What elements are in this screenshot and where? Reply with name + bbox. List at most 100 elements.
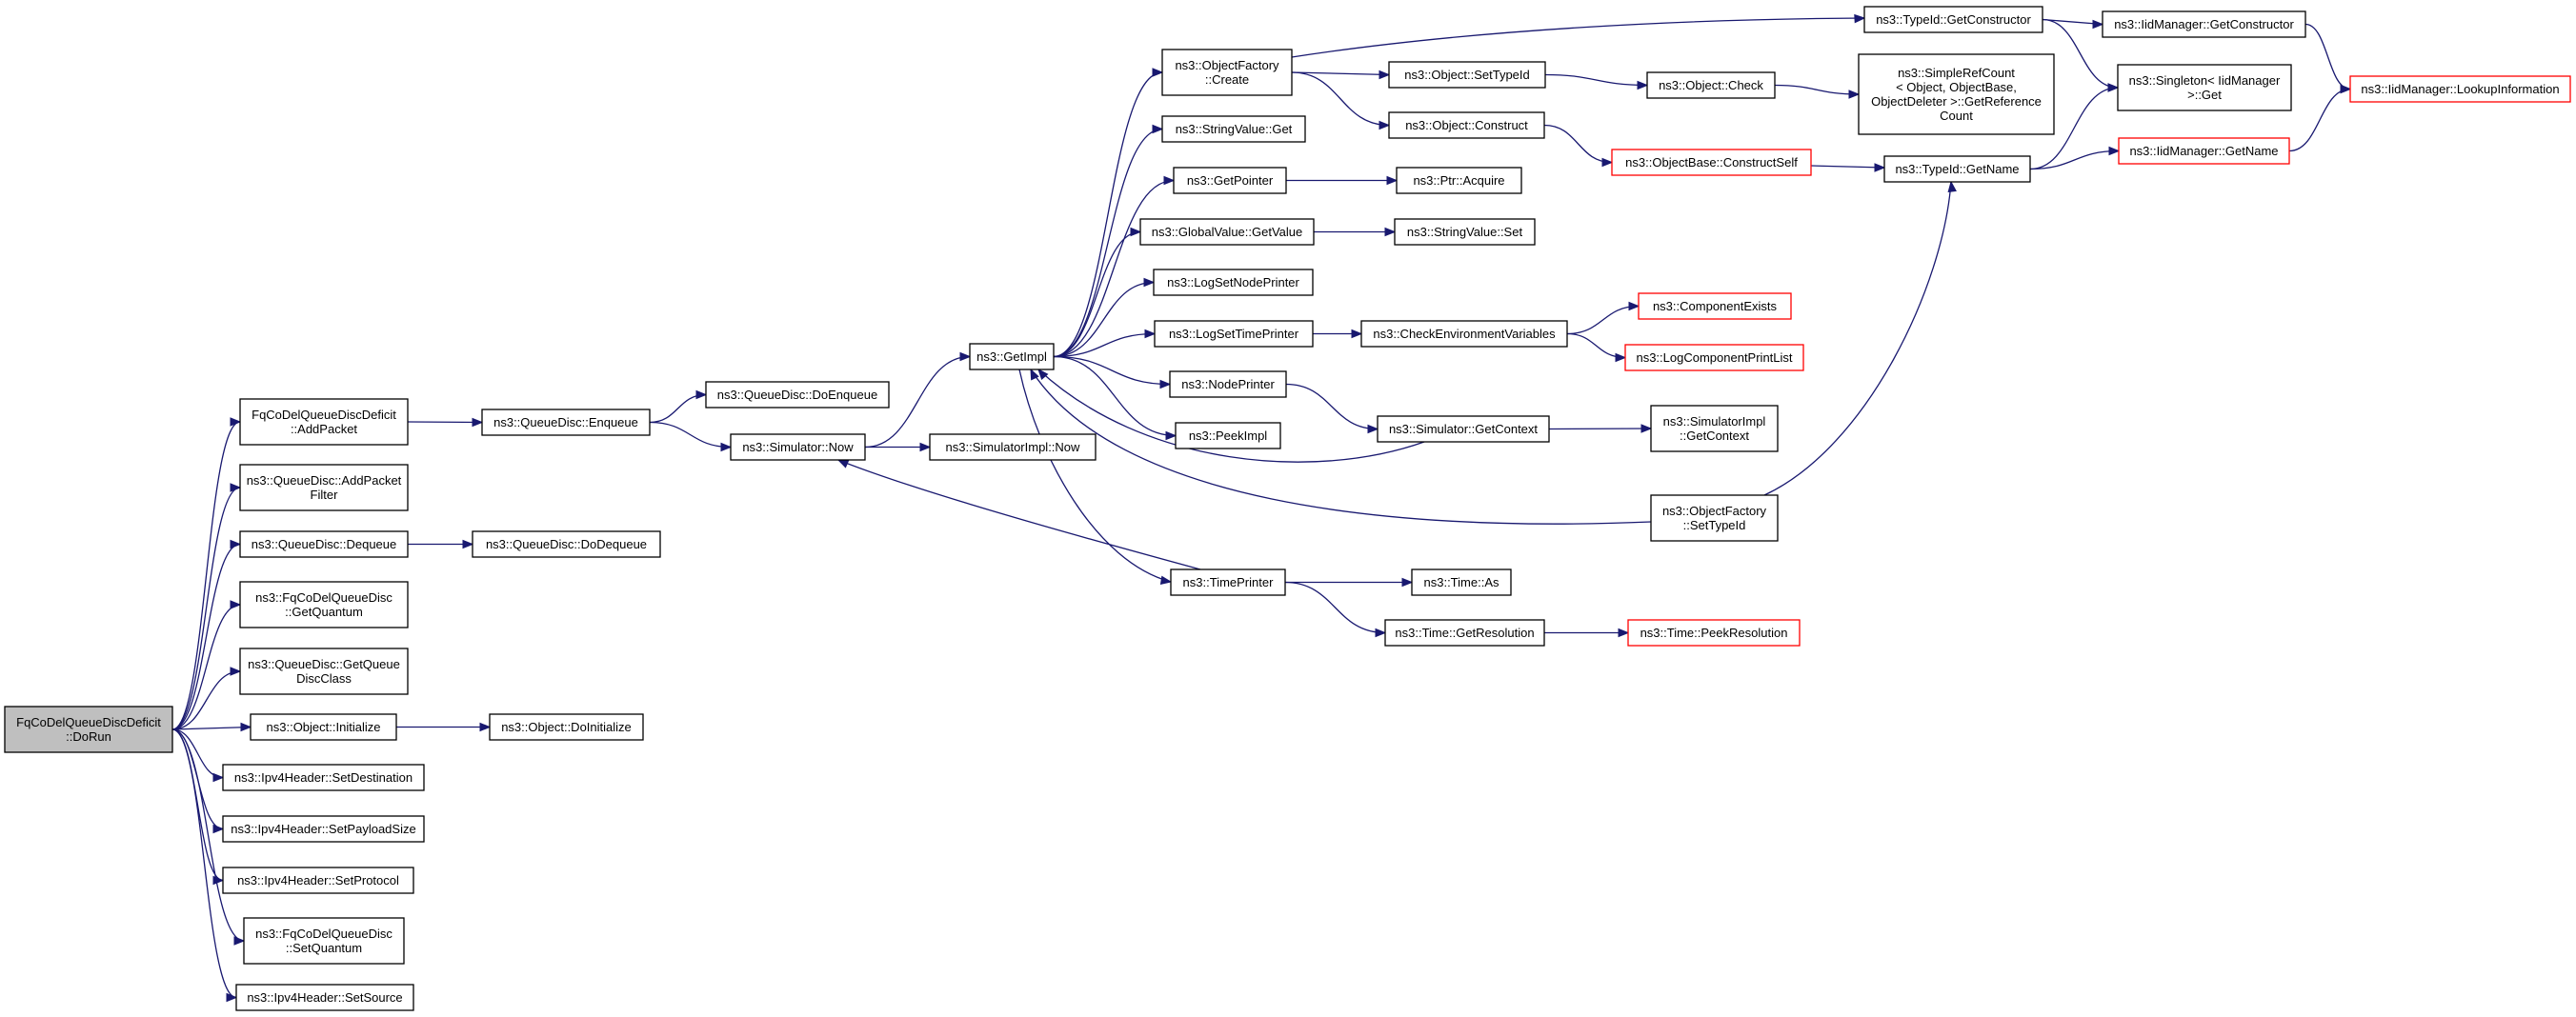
node-timegetres[interactable]: ns3::Time::GetResolution <box>1384 619 1545 647</box>
edge-line <box>2288 88 2351 152</box>
node-initialize[interactable]: ns3::Object::Initialize <box>250 713 397 741</box>
node-timeprinter[interactable]: ns3::TimePrinter <box>1170 568 1286 596</box>
node-box <box>1169 370 1287 398</box>
node-setdest[interactable]: ns3::Ipv4Header::SetDestination <box>222 764 425 791</box>
node-label: ns3::Time::GetResolution <box>1395 626 1534 640</box>
edge-iidgetname-to-iidlookup <box>2288 84 2352 152</box>
node-setprotocol[interactable]: ns3::Ipv4Header::SetProtocol <box>222 867 414 894</box>
edge-getimpl-to-objfactorycreate <box>1053 68 1164 358</box>
edge-objfactorycreate-to-objsettypeid <box>1291 70 1391 80</box>
edge-timeprinter-to-timeas <box>1285 577 1414 588</box>
edge-line <box>1763 181 1952 496</box>
node-simplerefcount[interactable]: ns3::SimpleRefCount< Object, ObjectBase,… <box>1858 53 2055 135</box>
edge-objfactorysettypeid-to-typeidgetname <box>1763 180 1957 496</box>
node-enqueue[interactable]: ns3::QueueDisc::Enqueue <box>481 409 651 436</box>
node-getpointer[interactable]: ns3::GetPointer <box>1173 167 1287 194</box>
node-typeidgetctor[interactable]: ns3::TypeId::GetConstructor <box>1863 6 2043 33</box>
node-setquantum[interactable]: ns3::FqCoDelQueueDisc::SetQuantum <box>243 917 405 965</box>
node-typeidgetname[interactable]: ns3::TypeId::GetName <box>1883 155 2031 183</box>
node-objconstruct[interactable]: ns3::Object::Construct <box>1388 111 1545 139</box>
edge-arrowhead <box>1367 424 1379 434</box>
node-stringvalueset[interactable]: ns3::StringValue::Set <box>1394 218 1536 246</box>
node-logsetnode[interactable]: ns3::LogSetNodePrinter <box>1153 269 1314 296</box>
node-objfactorycreate[interactable]: ns3::ObjectFactory::Create <box>1161 49 1293 96</box>
node-label: ns3::QueueDisc::AddPacket <box>247 473 402 488</box>
node-timeas[interactable]: ns3::Time::As <box>1411 568 1512 596</box>
node-dequeue[interactable]: ns3::QueueDisc::Dequeue <box>239 530 409 558</box>
node-box <box>2349 75 2571 103</box>
node-root[interactable]: FqCoDelQueueDiscDeficit::DoRun <box>4 706 173 753</box>
node-objcheck[interactable]: ns3::Object::Check <box>1646 71 1776 99</box>
node-box <box>1384 619 1545 647</box>
node-simgetcontext[interactable]: ns3::Simulator::GetContext <box>1377 415 1550 443</box>
edge-objconstruct-to-constructself <box>1543 124 1614 168</box>
node-peekimpl[interactable]: ns3::PeekImpl <box>1175 422 1281 449</box>
node-label: ns3::NodePrinter <box>1181 377 1275 391</box>
node-globalvalueget[interactable]: ns3::GlobalValue::GetValue <box>1139 218 1315 246</box>
node-doinitialize[interactable]: ns3::Object::DoInitialize <box>489 713 644 741</box>
edge-line <box>171 487 241 730</box>
node-label: ns3::Ptr::Acquire <box>1413 173 1504 188</box>
node-box <box>1411 568 1512 596</box>
edge-arrowhead <box>919 442 932 452</box>
node-box <box>1863 6 2043 33</box>
node-label: FqCoDelQueueDiscDeficit <box>252 408 396 422</box>
node-label: ns3::Time::As <box>1424 575 1499 589</box>
node-label: ns3::FqCoDelQueueDisc <box>255 590 392 605</box>
edge-line <box>1810 165 1885 169</box>
node-objfactorysettypeid[interactable]: ns3::ObjectFactory::SetTypeId <box>1650 494 1779 542</box>
edge-line <box>171 728 224 882</box>
node-simnow[interactable]: ns3::Simulator::Now <box>730 433 866 461</box>
node-label: ns3::ObjectBase::ConstructSelf <box>1625 155 1798 170</box>
node-addpacket[interactable]: FqCoDelQueueDiscDeficit::AddPacket <box>239 398 409 446</box>
node-logsettime[interactable]: ns3::LogSetTimePrinter <box>1154 320 1314 348</box>
node-ptracquire[interactable]: ns3::Ptr::Acquire <box>1396 167 1522 194</box>
node-dodequeue[interactable]: ns3::QueueDisc::DoDequeue <box>472 530 661 558</box>
node-box <box>969 343 1055 370</box>
edge-line <box>1018 369 1172 583</box>
node-box <box>1858 53 2055 135</box>
edge-line <box>2042 18 2119 89</box>
edge-root-to-setdest <box>171 728 225 783</box>
edge-globalvalueget-to-stringvalueset <box>1314 227 1397 237</box>
node-componentexists[interactable]: ns3::ComponentExists <box>1638 292 1792 320</box>
node-label: ns3::TypeId::GetConstructor <box>1876 12 2031 27</box>
edge-arrowhead <box>230 417 242 427</box>
call-graph-nodes: FqCoDelQueueDiscDeficit::DoRun FqCoDelQue… <box>4 6 2571 1011</box>
edge-addpacket-to-enqueue <box>407 417 484 428</box>
edge-arrowhead <box>1628 301 1640 311</box>
node-setpayload[interactable]: ns3::Ipv4Header::SetPayloadSize <box>222 815 425 843</box>
edge-arrowhead <box>1152 68 1164 77</box>
node-box <box>1139 218 1315 246</box>
node-doenqueue[interactable]: ns3::QueueDisc::DoEnqueue <box>705 381 890 409</box>
node-iidgetctor[interactable]: ns3::IidManager::GetConstructor <box>2102 10 2306 38</box>
edge-line <box>171 543 241 730</box>
edge-line <box>1291 71 1390 76</box>
node-box <box>1396 167 1522 194</box>
edge-arrowhead <box>1379 70 1391 80</box>
edge-getimpl-to-globalvalueget <box>1053 227 1142 358</box>
node-singletonget[interactable]: ns3::Singleton< IidManager>::Get <box>2117 64 2292 111</box>
node-iidlookup[interactable]: ns3::IidManager::LookupInformation <box>2349 75 2571 103</box>
node-setsource[interactable]: ns3::Ipv4Header::SetSource <box>235 984 414 1011</box>
node-constructself[interactable]: ns3::ObjectBase::ConstructSelf <box>1611 149 1812 176</box>
node-objsettypeid[interactable]: ns3::Object::SetTypeId <box>1388 61 1546 89</box>
edge-root-to-setquantum <box>171 728 246 946</box>
edge-arrowhead <box>1159 575 1173 586</box>
node-box <box>929 433 1097 461</box>
node-simimplgetcontext[interactable]: ns3::SimulatorImpl::GetContext <box>1650 405 1779 452</box>
edge-arrowhead <box>1163 175 1176 186</box>
node-nodeprinter[interactable]: ns3::NodePrinter <box>1169 370 1287 398</box>
node-getquantum[interactable]: ns3::FqCoDelQueueDisc::GetQuantum <box>239 581 409 628</box>
node-peekresolution[interactable]: ns3::Time::PeekResolution <box>1627 619 1801 647</box>
node-iidgetname[interactable]: ns3::IidManager::GetName <box>2118 137 2290 165</box>
edge-initialize-to-doinitialize <box>396 722 492 732</box>
node-stringvalueget[interactable]: ns3::StringValue::Get <box>1161 115 1306 143</box>
edge-line <box>649 393 707 424</box>
node-logcomponentprint[interactable]: ns3::LogComponentPrintList <box>1624 344 1804 371</box>
node-simimplnow[interactable]: ns3::SimulatorImpl::Now <box>929 433 1097 461</box>
node-checkenv[interactable]: ns3::CheckEnvironmentVariables <box>1360 320 1568 348</box>
node-getimpl[interactable]: ns3::GetImpl <box>969 343 1055 370</box>
